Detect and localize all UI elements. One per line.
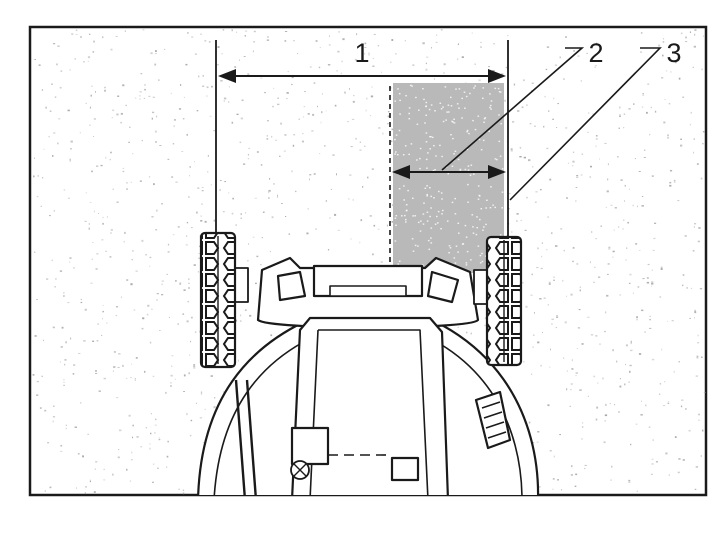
handle-bar-left [234,379,246,495]
height-adjust-knob [474,390,512,450]
callout-label-3: 3 [666,38,681,68]
right-wheel [485,235,523,367]
dimension-arrow-1 [218,69,506,83]
indicator-box [390,456,420,482]
mower-chassis [291,316,449,495]
right-handle-mount [426,270,460,304]
leader-line-2 [441,47,585,171]
lawn-mower [197,256,540,495]
left-handle-mount [276,270,307,302]
callout-label-2: 2 [588,38,603,68]
overlap-strip [393,83,504,273]
leader-line-3 [509,47,662,201]
callout-label-1: 1 [354,38,369,68]
grass-box-slot [329,285,407,297]
left-wheel [199,231,237,369]
dimension-arrow-2 [392,165,506,179]
control-box [290,426,330,466]
